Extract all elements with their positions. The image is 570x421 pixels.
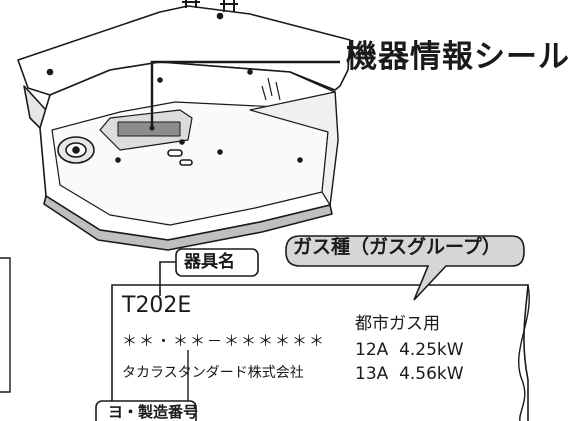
left-bracket: [0, 257, 11, 393]
slot: [167, 149, 183, 157]
model-name-tag-box: [159, 248, 259, 296]
gas-power: 4.25kW: [399, 340, 464, 360]
device-illustration: [17, 0, 351, 251]
label-torn-edge: [518, 284, 530, 421]
screw: [115, 157, 121, 163]
title-leader: [150, 60, 340, 128]
serial-number-mask: ＊＊・＊＊－＊＊＊＊＊＊: [122, 332, 327, 350]
maker-name: タカラスタンダード株式会社: [122, 365, 304, 381]
gas-row: 13A 4.56kW: [355, 366, 464, 383]
gas-connector: [182, 0, 200, 8]
side-slots: [261, 77, 281, 101]
date-serial-tag: ヨ・製造番号: [108, 403, 199, 421]
device-bottom-edge: [43, 195, 333, 251]
title-leader-dot: [149, 125, 155, 131]
label-sheet: [111, 284, 530, 421]
vent-center: [72, 146, 80, 154]
gas-group: 13A: [355, 364, 389, 384]
screw: [179, 139, 185, 145]
gas-type-bubble: [285, 235, 525, 301]
model-code: T202E: [122, 293, 192, 318]
gas-use: 都市ガス用: [355, 314, 440, 334]
water-connector: [220, 0, 238, 12]
screw: [157, 77, 163, 83]
screw: [297, 157, 303, 163]
screw: [247, 69, 253, 75]
model-name-tag: 器具名: [184, 252, 235, 272]
slot: [179, 159, 193, 166]
gas-power: 4.56kW: [399, 364, 464, 384]
device-side-panel: [249, 91, 339, 206]
gas-group: 12A: [355, 340, 389, 360]
callout-title: 機器情報シール: [346, 39, 570, 75]
screw: [217, 149, 223, 155]
gas-row: 12A 4.25kW: [355, 342, 464, 359]
info-sticker: [117, 121, 181, 137]
screw: [46, 68, 54, 76]
screw: [216, 12, 224, 20]
date-tag-box: [95, 400, 197, 421]
gas-type-tag: ガス種（ガスグループ）: [293, 236, 501, 258]
